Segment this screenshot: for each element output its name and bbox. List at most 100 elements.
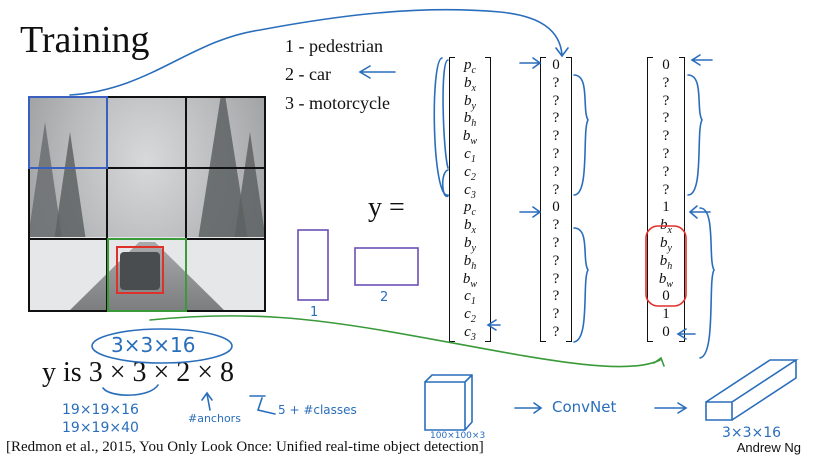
vector-entry: c1 [455,145,485,165]
entry-subscript: h [471,260,477,272]
vector-entry: by [653,235,679,254]
vector-entry: ? [546,182,566,200]
entry-symbol: p [464,199,472,216]
vector-entry: ? [653,110,679,128]
entry-symbol: p [464,57,472,73]
entry-symbol: ? [552,270,560,287]
vector-entry: 0 [546,57,566,75]
entry-symbol: ? [552,217,560,234]
citation: [Redmon et al., 2015, You Only Look Once… [6,439,484,455]
vector-entry: pc [455,199,485,219]
vector-entry: c3 [455,182,485,201]
vector-entry: pc [455,57,485,76]
vector-entry: 0 [653,324,679,342]
entry-subscript: c [471,207,476,219]
vector-entry: ? [546,128,566,146]
entry-symbol: ? [552,323,560,340]
entry-symbol: ? [552,74,560,91]
anchor-box-2-shape [354,247,419,286]
entry-symbol: ? [662,74,670,91]
vector-entry: 1 [653,306,679,324]
vector-entry: bh [455,110,485,129]
entry-subscript: 1 [470,153,476,165]
entry-symbol: b [463,110,472,127]
y-shape-statement: y is 3 × 3 × 2 × 8 [42,357,234,389]
anchors-note: #anchors [188,412,241,425]
vector-entry: ? [653,128,679,146]
y-is-label: y is [42,357,82,388]
highlight-cell-blue [28,96,108,169]
entry-symbol: ? [552,234,560,251]
entry-symbol: ? [552,252,560,269]
entry-subscript: w [470,278,478,290]
entry-symbol: ? [552,145,560,162]
vector-entry: bx [455,74,485,94]
vector-entry: ? [653,146,679,164]
entry-subscript: y [471,242,476,254]
entry-subscript: y [667,242,672,254]
entry-symbol: ? [662,145,670,162]
vector-entry: c2 [455,163,485,183]
entry-symbol: c [464,163,471,180]
entry-symbol: 0 [552,57,560,73]
circled-output-text: 3×3×16 [111,333,196,357]
vector-entry: 1 [653,199,679,217]
entry-symbol: ? [552,128,560,145]
vector-entry: ? [546,217,566,235]
car-params-highlight [645,225,687,307]
entry-symbol: c [464,306,471,323]
vector-entry: ? [546,235,566,253]
entry-symbol: b [464,74,472,91]
class-item-motorcycle: 3 - motorcycle [285,93,390,113]
vector-entry: c1 [455,288,485,307]
entry-symbol: b [464,92,472,109]
convnet-label: ConvNet [552,398,617,416]
entry-symbol: c [464,323,471,340]
vector-entry: 0 [546,199,566,217]
brace-box-coords [442,59,449,169]
entry-symbol: ? [662,181,670,198]
entry-symbol: 0 [662,323,670,340]
entry-subscript: y [471,100,476,112]
entry-symbol: b [464,217,472,234]
car-bounding-box [116,246,164,294]
input-size-label: 100×100×3 [430,431,486,441]
vector-entry: bw [455,128,485,147]
highlight-cell-green [107,238,187,312]
brace-classes [441,169,449,197]
entry-symbol: ? [552,288,560,305]
entry-symbol: ? [552,163,560,180]
vector-entry: ? [546,110,566,128]
output-volume-icon [705,359,799,421]
vector-entry: bh [455,252,485,272]
vector-entry: ? [546,93,566,111]
vector-entry: ? [546,306,566,324]
entry-symbol: b [463,252,472,269]
vector-entry: by [455,234,485,254]
author-name: Andrew Ng [736,440,801,455]
class-item-pedestrian: 1 - pedestrian [285,36,383,56]
entry-symbol: b [660,217,668,234]
vector-entry: 0 [653,288,679,306]
entry-symbol: b [464,234,472,251]
snowy-road-image [28,96,266,312]
entry-symbol: c [464,145,471,162]
entry-symbol: b [658,270,667,287]
vector-entry: ? [546,146,566,164]
entry-symbol: b [462,128,471,145]
anchor-box-1-shape [297,229,329,301]
arrow-car-class [358,65,396,79]
vector-entry: bh [653,253,679,272]
entry-symbol: c [464,288,471,305]
y-equals-label: y = [368,192,405,223]
entry-symbol: ? [662,110,670,127]
entry-symbol: 1 [662,306,670,323]
vector-entry: bx [455,217,485,237]
entry-subscript: 2 [470,314,476,326]
entry-subscript: x [471,225,476,237]
vector-entry: bx [653,217,679,236]
vector-entry: ? [653,75,679,93]
input-volume-icon [424,374,473,431]
output-size-label: 3×3×16 [722,425,782,441]
